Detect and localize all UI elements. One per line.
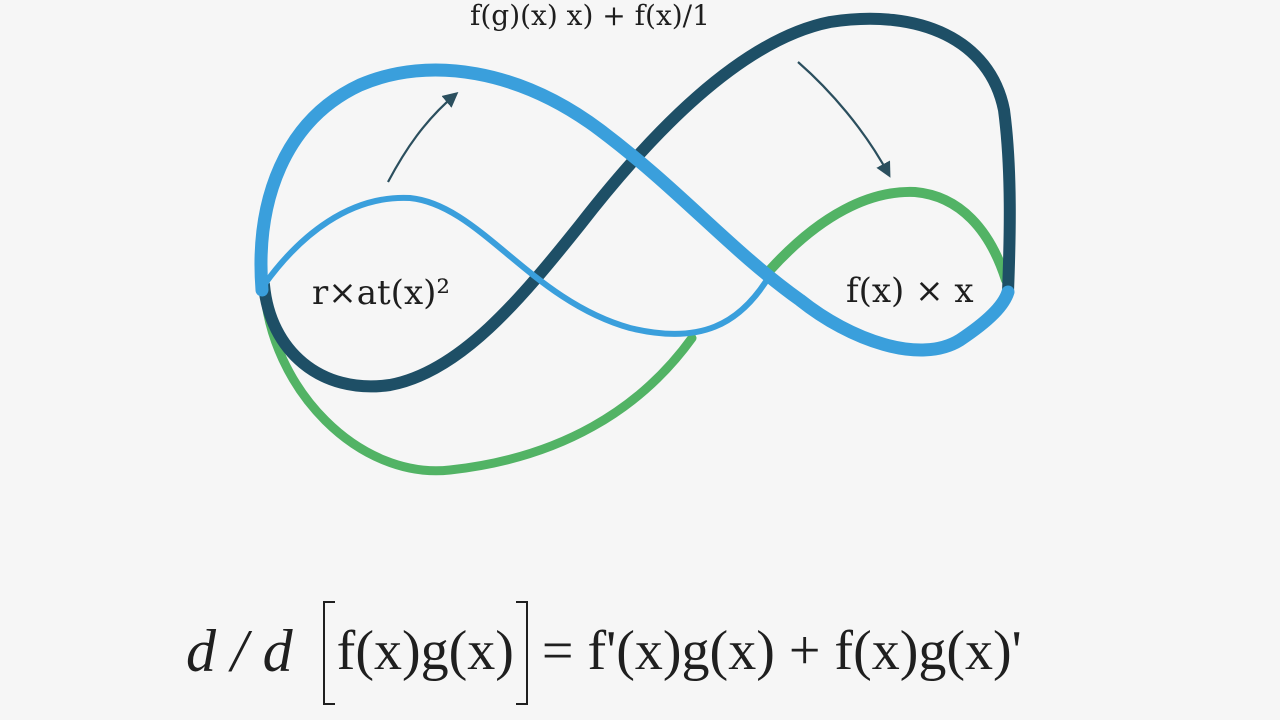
product-rule-formula: d / d f(x)g(x) = f'(x)g(x) + f(x)g(x)' bbox=[186, 596, 1126, 706]
left-label: r×at(x)² bbox=[312, 273, 450, 313]
green-curve-lower bbox=[259, 280, 697, 476]
light-blue-inner-curve bbox=[261, 194, 773, 337]
bracketed-expression: f(x)g(x) bbox=[336, 620, 514, 682]
arrow-left bbox=[387, 92, 459, 183]
top-label: f(g)(x) x) + f(x)/1 bbox=[470, 0, 710, 32]
arrow-right bbox=[797, 61, 891, 178]
dark-teal-curve bbox=[258, 12, 1016, 393]
derivative-operator: d / d bbox=[186, 617, 293, 684]
formula-right-side: = f'(x)g(x) + f(x)g(x)' bbox=[541, 620, 1022, 682]
light-blue-main-curve bbox=[254, 63, 1015, 357]
green-curve-upper bbox=[765, 186, 1011, 285]
bracketed-product: f(x)g(x) bbox=[322, 601, 529, 705]
right-label: f(x) × x bbox=[846, 271, 974, 311]
